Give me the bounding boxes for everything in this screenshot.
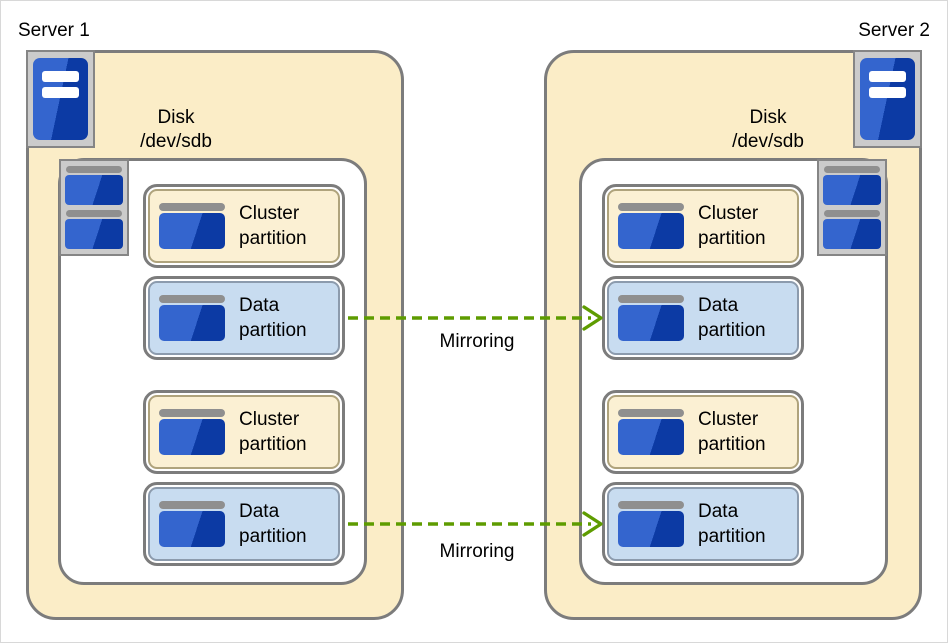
partition-label: Data partition bbox=[239, 501, 307, 547]
server2-cluster-partition-2: Cluster partition bbox=[602, 390, 804, 474]
partition-header-bar bbox=[824, 209, 880, 217]
server-drive-slot bbox=[869, 87, 906, 98]
partition-icon bbox=[618, 409, 684, 455]
partition-block bbox=[159, 305, 225, 341]
partition-block bbox=[823, 218, 881, 249]
server-tower-icon bbox=[853, 50, 922, 148]
server-drive-slot bbox=[869, 71, 906, 82]
partition-block bbox=[159, 511, 225, 547]
partition-block bbox=[159, 419, 225, 455]
partition-header-bar bbox=[618, 501, 684, 509]
partition-label: Data partition bbox=[698, 501, 766, 547]
disk-label-line1: Disk bbox=[749, 107, 787, 128]
partition-header-bar bbox=[159, 295, 225, 303]
server-tower-icon bbox=[26, 50, 95, 148]
partition-header-bar bbox=[618, 295, 684, 303]
partition-icon bbox=[159, 295, 225, 341]
partition-label: Cluster partition bbox=[239, 203, 307, 249]
server1-cluster-partition-2: Cluster partition bbox=[143, 390, 345, 474]
partition-icon bbox=[159, 409, 225, 455]
server1-data-partition-2: Data partition bbox=[143, 482, 345, 566]
partition-header-bar bbox=[159, 501, 225, 509]
disk-label-line1: Disk bbox=[157, 107, 195, 128]
disk-icon bbox=[59, 159, 129, 256]
partition-block bbox=[618, 213, 684, 249]
partition-header-bar bbox=[159, 409, 225, 417]
partition-header-bar bbox=[618, 409, 684, 417]
partition-icon bbox=[159, 203, 225, 249]
partition-header-bar bbox=[66, 209, 122, 217]
server-drive-slot bbox=[42, 87, 79, 98]
partition-block bbox=[65, 174, 123, 205]
partition-block bbox=[159, 213, 225, 249]
partition-header-bar bbox=[824, 165, 880, 173]
server2-cluster-partition-1: Cluster partition bbox=[602, 184, 804, 268]
mirroring-label-2: Mirroring bbox=[439, 541, 515, 562]
partition-icon bbox=[159, 501, 225, 547]
server1-disk-label: Disk /dev/sdb bbox=[96, 106, 256, 154]
partition-header-bar bbox=[159, 203, 225, 211]
partition-label: Data partition bbox=[698, 295, 766, 341]
partition-icon bbox=[618, 295, 684, 341]
partition-block bbox=[618, 511, 684, 547]
server2-data-partition-1: Data partition bbox=[602, 276, 804, 360]
partition-block bbox=[65, 218, 123, 249]
server2-data-partition-2: Data partition bbox=[602, 482, 804, 566]
partition-icon bbox=[618, 501, 684, 547]
partition-header-bar bbox=[66, 165, 122, 173]
partition-label: Cluster partition bbox=[698, 203, 766, 249]
mirroring-label-1: Mirroring bbox=[439, 331, 515, 352]
partition-label: Cluster partition bbox=[698, 409, 766, 455]
disk-label-line2: /dev/sdb bbox=[732, 131, 804, 152]
disk-icon bbox=[817, 159, 887, 256]
partition-header-bar bbox=[618, 203, 684, 211]
server2-title: Server 2 bbox=[858, 20, 930, 41]
server1-title: Server 1 bbox=[18, 20, 90, 41]
server2-disk-label: Disk /dev/sdb bbox=[688, 106, 848, 154]
partition-icon bbox=[618, 203, 684, 249]
partition-label: Data partition bbox=[239, 295, 307, 341]
server-body bbox=[860, 58, 915, 140]
partition-block bbox=[618, 305, 684, 341]
partition-block bbox=[618, 419, 684, 455]
partition-label: Cluster partition bbox=[239, 409, 307, 455]
partition-block bbox=[823, 174, 881, 205]
server-body bbox=[33, 58, 88, 140]
server1-cluster-partition-1: Cluster partition bbox=[143, 184, 345, 268]
server-drive-slot bbox=[42, 71, 79, 82]
server1-data-partition-1: Data partition bbox=[143, 276, 345, 360]
disk-label-line2: /dev/sdb bbox=[140, 131, 212, 152]
